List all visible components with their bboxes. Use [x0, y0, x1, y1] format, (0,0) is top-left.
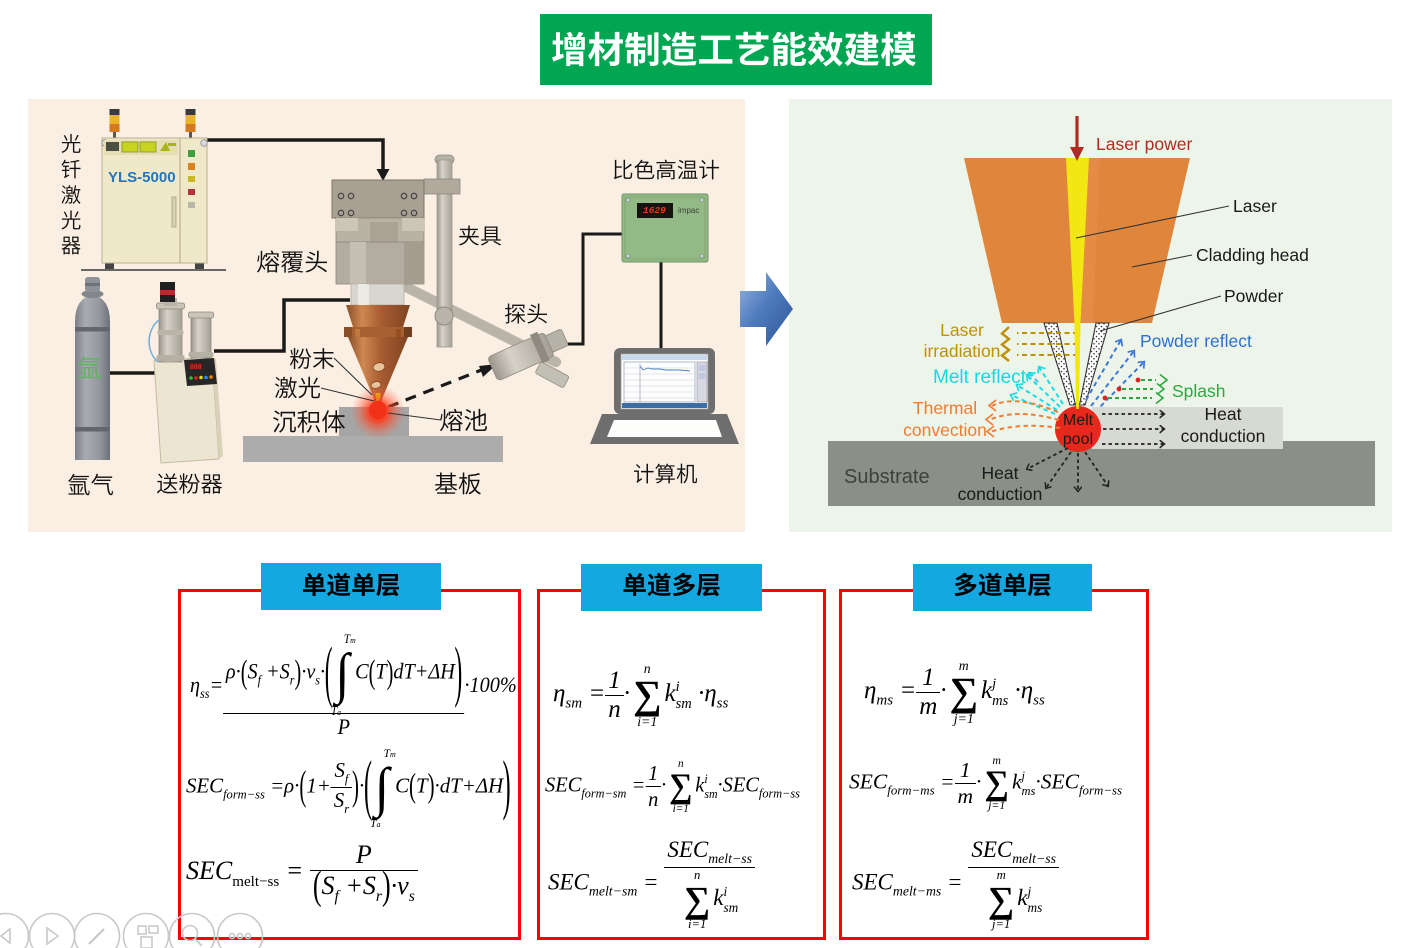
svg-text:Laser: Laser — [1233, 196, 1277, 216]
svg-text:Cladding head: Cladding head — [1196, 245, 1309, 265]
svg-text:irradiation: irradiation — [924, 341, 1001, 361]
svg-text:Powder reflect: Powder reflect — [1140, 331, 1252, 351]
svg-text:pool: pool — [1063, 431, 1093, 448]
svg-text:convection: convection — [903, 420, 987, 440]
svg-text:888: 888 — [190, 364, 202, 371]
svg-text:1629: 1629 — [643, 205, 666, 216]
svg-text:Laser power: Laser power — [1096, 134, 1192, 154]
svg-text:conduction: conduction — [1181, 426, 1266, 446]
svg-text:conduction: conduction — [958, 484, 1043, 504]
svg-text:Melt reflect: Melt reflect — [933, 367, 1027, 388]
svg-text:Melt: Melt — [1063, 412, 1094, 429]
svg-text:Laser: Laser — [940, 320, 984, 340]
svg-text:impac: impac — [678, 206, 699, 215]
svg-text:Thermal: Thermal — [913, 398, 977, 418]
svg-text:Heat: Heat — [1205, 404, 1242, 424]
svg-text:Heat: Heat — [982, 463, 1019, 483]
svg-text:Splash: Splash — [1172, 381, 1226, 401]
svg-text:Substrate: Substrate — [844, 466, 930, 488]
svg-text:YLS-5000: YLS-5000 — [108, 169, 176, 186]
svg-text:Powder: Powder — [1224, 286, 1284, 306]
